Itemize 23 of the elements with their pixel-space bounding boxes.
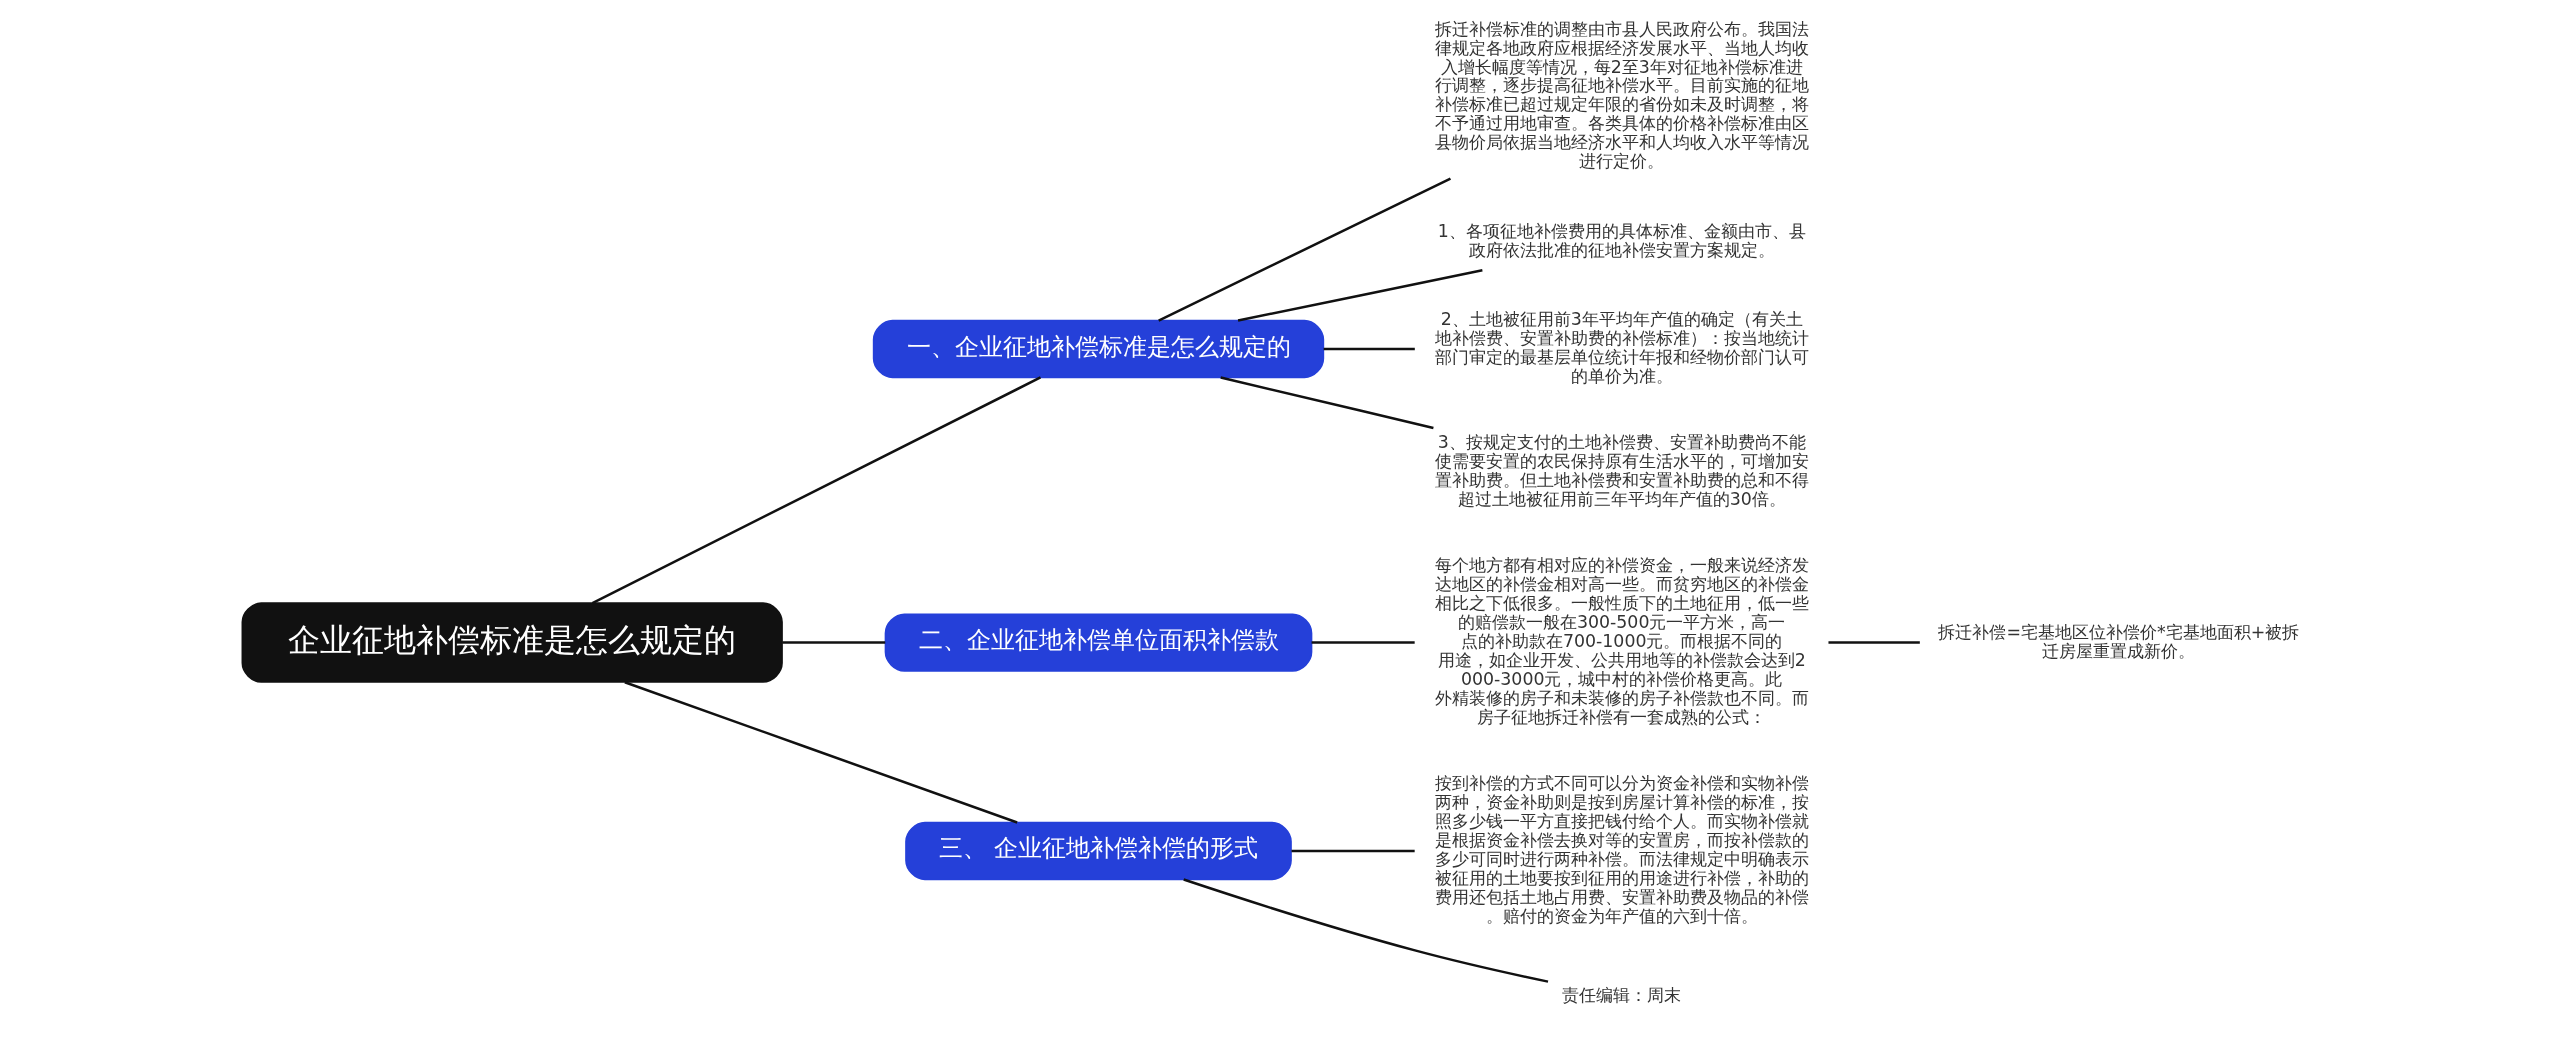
node-text: 1、各项征地补偿费用的具体标准、金额由市、县政府依法批准的征地补偿安置方案规定。 [1437,220,1806,260]
node-box: 三、 企业征地补偿补偿的形式 [905,821,1292,881]
connector [1183,878,1549,983]
connector [591,376,1042,605]
node-text: 2、土地被征用前3年平均年产值的确定（有关土地补偿费、安置补助费的补偿标准）：按当地统计部门审定的最基层单位统计年报和经物价部门认可的单价为准。 [1434,309,1809,386]
node-text: 拆迁补偿=宅基地区位补偿价*宅基地面积+被拆迁房屋重置成新价。 [1938,621,2300,661]
node-box: 二、企业征地补偿单位面积补偿款 [884,613,1313,672]
node-box: 企业征地补偿标准是怎么规定的 [241,602,783,683]
connector [1828,641,1920,644]
connector [624,681,1018,824]
node-text: 按到补偿的方式不同可以分为资金补偿和实物补偿两种，资金补助则是按到房屋计算补偿的标准，按照多少钱一平方直接把钱付给个人。而实物补偿就是根据资金补偿去换对等的安置房，而按补偿款的多少可同时进行两种补偿。而法律规定中明确表示被征用的土地要按到征用的用途进行补偿，补助的费用还包括土地占用费、安置补助费及物品的补偿。赔付的资金为年产值的六到十倍。 [1434,773,1809,926]
connector [1323,347,1415,351]
node-text: 拆迁补偿标准的调整由市县人民政府公布。我国法律规定各地政府应根据经济发展水平、当地人均收入增长幅度等情况，每2至3年对征地补偿标准进行调整，逐步提高征地补偿水平。目前实施的征地补偿标准已超过规定年限的省份如未及时调整，将不予通过用地审查。各类具体的价格补偿标准由区县物价局依据当地经济水平和人均收入水平等情况进行定价。 [1434,18,1809,172]
node-text: 3、按规定支付的土地补偿费、安置补助费尚不能使需要安置的农民保持原有生活水平的，可增加安置补助费。但土地补偿费和安置补助费的总和不得超过土地被征用前三年平均年产值的30倍。 [1434,432,1809,509]
connector [782,641,886,644]
node-text: 责任编辑：周末 [1562,984,1682,1005]
connector [1158,177,1452,322]
node-box: 一、企业征地补偿标准是怎么规定的 [872,319,1325,379]
connector [1291,849,1415,853]
connector [1311,641,1415,644]
connector [1220,376,1434,430]
node-text: 每个地方都有相对应的补偿资金，一般来说经济发达地区的补偿金相对高一些。而贫穷地区的补偿金相比之下低很多。一般性质下的土地征用，低一些的赔偿款一般在300-500元一平方米，高一点的补助款在700-1000元。而根据不同的用途，如企业开发、公共用地等的补偿款会达到2000-3000元，城中村的补偿价格更高。此外精装修的房子和未装修的房子补偿款也不同。而房子征地拆迁补偿有一套成熟的公式： [1434,555,1809,727]
connector [1237,268,1483,322]
